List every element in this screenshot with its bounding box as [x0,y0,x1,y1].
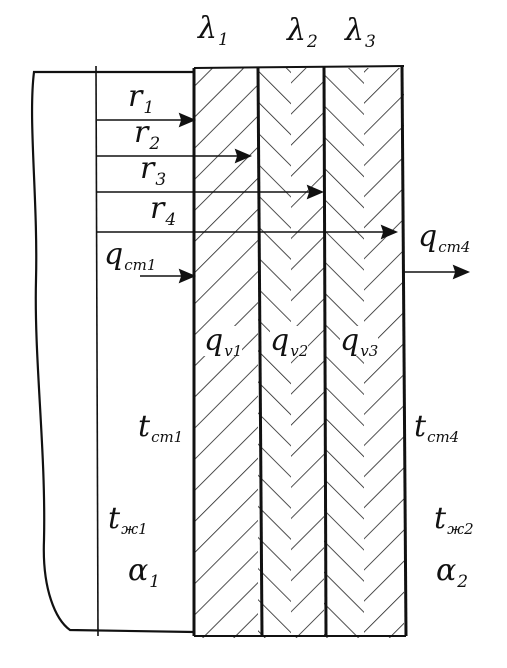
r4-label: r4 [150,191,177,230]
r3-arrowhead [306,184,325,200]
fluid-boundary-outline [30,70,195,634]
r4-arrowhead [380,224,399,240]
lambda-2-label: λ2 [287,13,318,52]
t-st4-label: tст4 [414,409,460,446]
t-zh2-label: tж2 [434,501,474,538]
radius-arrows [97,112,471,284]
r3-label: r3 [140,151,167,190]
lambda-1-label: λ1 [198,11,229,50]
boundary-2 [256,67,264,637]
t-st1-label: tст1 [138,409,184,446]
boundary-4 [400,65,408,637]
r1-label: r1 [128,79,155,118]
lambda-3-label: λ3 [345,13,376,52]
top-edge [193,65,405,69]
boundary-3 [322,65,328,637]
t-zh1-label: tж1 [108,501,148,538]
q-st1-label: qст1 [104,237,157,274]
qv2-label: qv2 [270,323,309,360]
qv3-label: qv3 [340,323,379,360]
r1-arrowhead [178,112,197,128]
q-st1-arrowhead [178,268,197,284]
axis-line [95,65,99,637]
q-st4-arrowhead [452,264,471,280]
r2-label: r2 [134,115,161,154]
q-st4-label: qст4 [418,219,471,256]
alpha-1-label: α1 [128,553,161,592]
qv1-label: qv1 [204,323,243,360]
alpha-2-label: α2 [436,553,469,592]
r2-arrowhead [234,148,253,164]
